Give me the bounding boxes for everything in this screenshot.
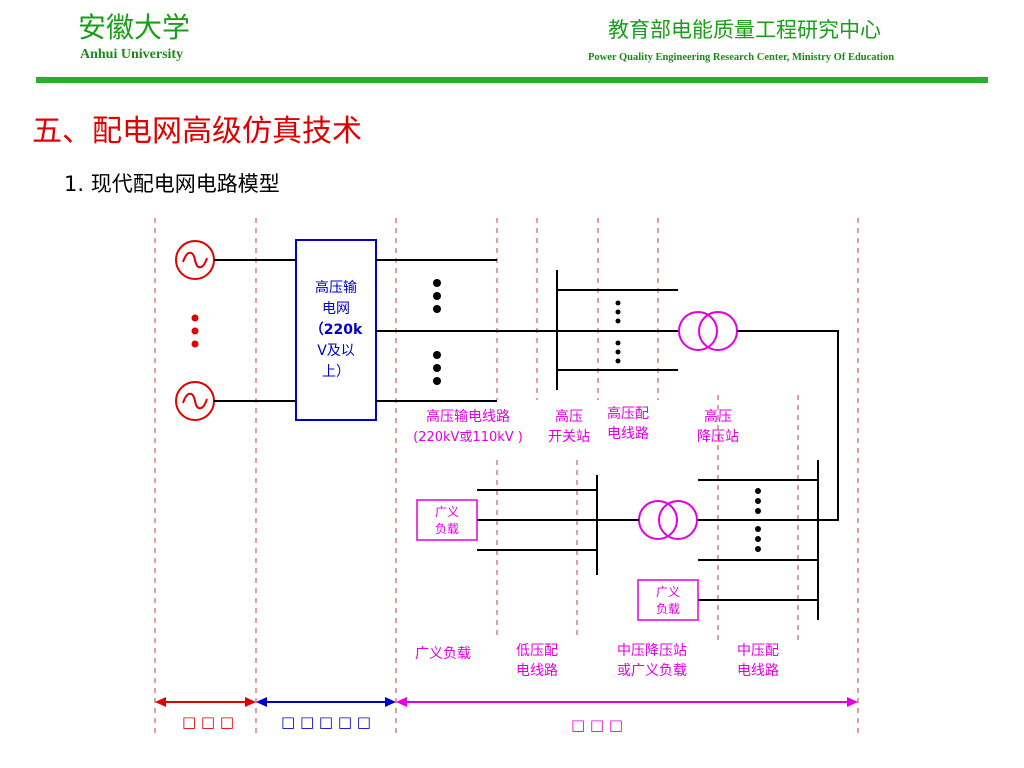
mv-dist-ellipsis [755,488,761,552]
hv-grid-label: 电网 [322,301,350,317]
hv-grid-box-text: 高压输 电网 （220k V及以 上） [310,279,363,380]
hv-dist-ellipsis [615,300,621,364]
hv-switch-label: 高压 [555,408,583,425]
hv-line-label: 高压输电线路 [426,408,510,425]
mv-transformer-icon [638,500,698,540]
hv-line-label: (220kV或110kV ) [413,430,523,445]
hv-switch-label: 开关站 [548,429,590,445]
hv-grid-label: （220k [310,322,363,338]
center-name-en: Power Quality Engineering Research Cente… [588,52,895,63]
range-label-blue: □ □ □ □ □ [281,713,371,731]
university-name-en: Anhui University [80,47,184,62]
load-box-label: 广义 [435,505,459,519]
mv-station-label: 或广义负载 [617,663,687,679]
load-box-label: 广义 [656,585,680,599]
hv-grid-box [295,239,377,421]
lv-dist-label: 低压配 [516,643,558,659]
hv-transmission-lines [376,259,678,402]
hv-grid-label: 上） [322,364,350,380]
slide-subtitle: 1. 现代配电网电路模型 [64,172,280,196]
generalized-load-label: 广义负载 [415,646,471,662]
upper-labels: 高压输电线路 (220kV或110kV ) 高压 开关站 高压配 电线路 高压 … [413,405,739,445]
lv-dist-lines [477,489,597,551]
hv-grid-label: 高压输 [315,279,357,296]
mv-dist-lines [698,479,818,601]
range-label-red: □ □ □ [182,713,234,731]
mv-dist-label: 电线路 [737,663,779,679]
university-name-cn: 安徽大学 [78,11,191,44]
hv-to-mv-line [737,330,839,521]
generator-top [175,240,215,280]
mv-dist-label: 中压配 [737,643,779,659]
hv-step-label: 降压站 [697,429,739,445]
range-arrow-magenta [396,697,858,707]
hv-dist-lines [557,289,678,371]
header-divider [36,77,988,83]
slide-title: 五、配电网高级仿真技术 [32,114,362,149]
hv-dist-label: 电线路 [607,426,649,442]
range-arrow-blue [256,697,396,707]
range-label-magenta: □ □ □ [571,716,623,734]
load-box-lv [416,499,478,541]
hv-transformer-icon [678,311,738,351]
hv-dist-label: 高压配 [607,405,649,422]
load-box-mv [637,579,699,621]
hv-line-ellipsis [433,279,441,385]
hv-step-label: 高压 [704,408,732,425]
hv-grid-label: V及以 [317,343,355,359]
generator-ellipsis [191,314,199,348]
mv-station-label: 中压降压站 [617,643,687,659]
center-name-cn: 教育部电能质量工程研究中心 [608,18,881,42]
load-box-label: 负载 [656,602,680,616]
lv-dist-label: 电线路 [516,663,558,679]
lower-labels: 广义负载 低压配 电线路 中压降压站 或广义负载 中压配 电线路 [415,643,779,679]
generator-bottom [175,381,215,421]
range-arrow-red [155,697,256,707]
load-box-label: 负载 [435,522,459,536]
